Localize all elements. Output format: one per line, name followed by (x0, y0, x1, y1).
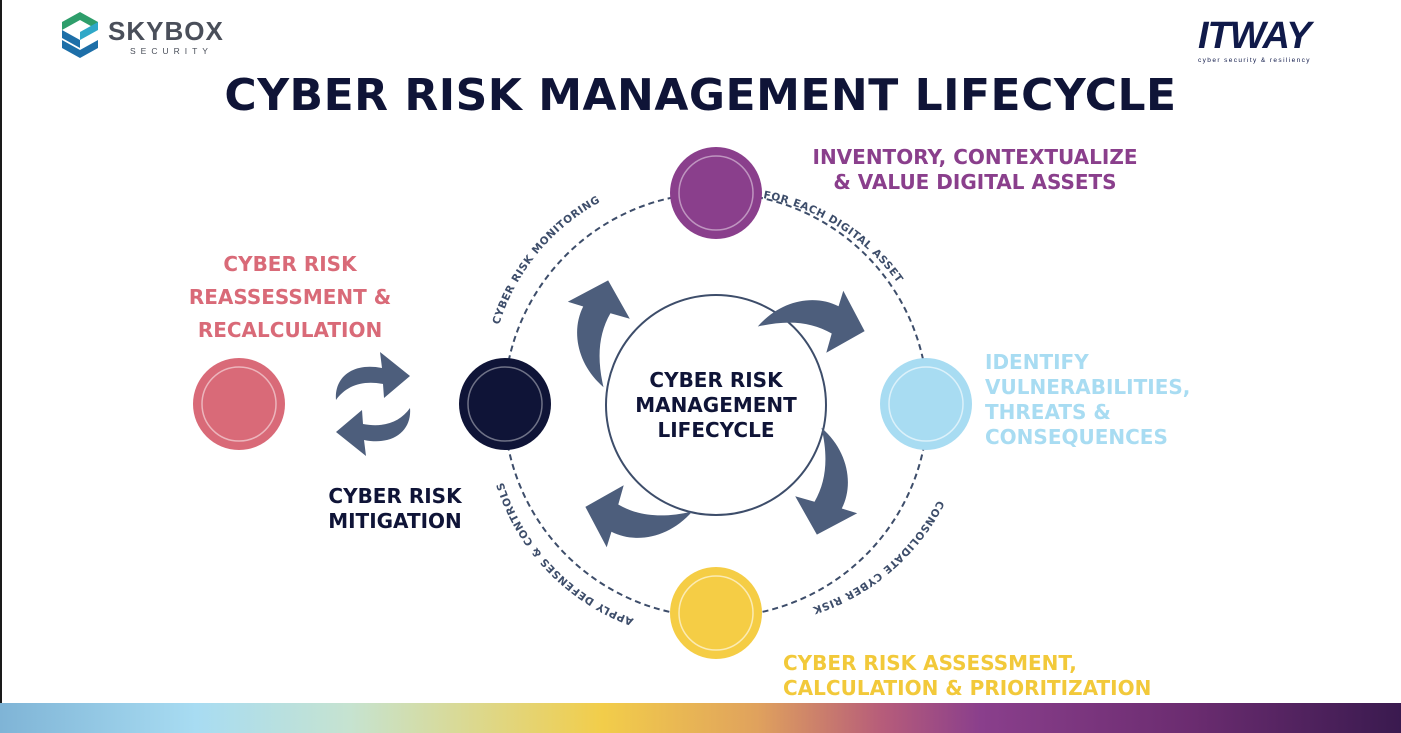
center-label-line-3: LIFECYCLE (657, 418, 774, 442)
stage-label-identify: IDENTIFY VULNERABILITIES, THREATS & CONS… (985, 350, 1265, 450)
center-label-line-1: CYBER RISK (649, 368, 784, 392)
stage-label-inventory-line-1: INVENTORY, CONTEXTUALIZE (812, 145, 1138, 169)
stage-label-identify-line-1: IDENTIFY (985, 350, 1089, 374)
stage-label-inventory-line-2: & VALUE DIGITAL ASSETS (833, 170, 1117, 194)
node-assessment (670, 567, 762, 659)
stage-label-reassessment: CYBER RISK REASSESSMENT & RECALCULATION (170, 252, 410, 343)
center-circle (605, 294, 827, 516)
node-identify (880, 358, 972, 450)
center-label-line-2: MANAGEMENT (635, 393, 797, 417)
refresh-arrows-icon (335, 352, 411, 456)
stage-label-reassessment-line-2: REASSESSMENT & (188, 285, 392, 309)
stage-label-mitigation-line-1: CYBER RISK (328, 484, 462, 508)
arc-label-for-each-asset: FOR EACH DIGITAL ASSET (762, 189, 905, 285)
skybox-logo: SKYBOX SECURITY (62, 12, 224, 58)
skybox-subtitle: SECURITY (130, 46, 213, 56)
itway-name: ITWAY (1198, 15, 1315, 57)
stage-label-assessment-line-1: CYBER RISK ASSESSMENT, (783, 651, 1077, 675)
page-title: CYBER RISK MANAGEMENT LIFECYCLE (224, 70, 1177, 121)
node-inventory (670, 147, 762, 239)
stage-label-inventory: INVENTORY, CONTEXTUALIZE & VALUE DIGITAL… (760, 145, 1190, 195)
stage-label-assessment: CYBER RISK ASSESSMENT, CALCULATION & PRI… (783, 651, 1213, 701)
node-reassessment (193, 358, 285, 450)
skybox-name: SKYBOX (108, 16, 224, 46)
stage-label-identify-line-3: THREATS & (985, 400, 1111, 424)
left-border (0, 0, 2, 733)
stage-label-mitigation-line-2: MITIGATION (328, 509, 462, 533)
stage-label-mitigation: CYBER RISK MITIGATION (310, 484, 480, 534)
itway-logo: ITWAY cyber security & resiliency (1198, 15, 1316, 64)
stage-label-assessment-line-2: CALCULATION & PRIORITIZATION (783, 676, 1152, 700)
stage-label-identify-line-2: VULNERABILITIES, (985, 375, 1191, 399)
stage-label-reassessment-line-3: RECALCULATION (197, 318, 383, 342)
gradient-footer-bar (0, 703, 1401, 733)
stage-label-identify-line-4: CONSEQUENCES (985, 425, 1168, 449)
stage-label-reassessment-line-1: CYBER RISK (223, 252, 357, 276)
node-mitigation (459, 358, 551, 450)
itway-tagline: cyber security & resiliency (1198, 57, 1311, 64)
